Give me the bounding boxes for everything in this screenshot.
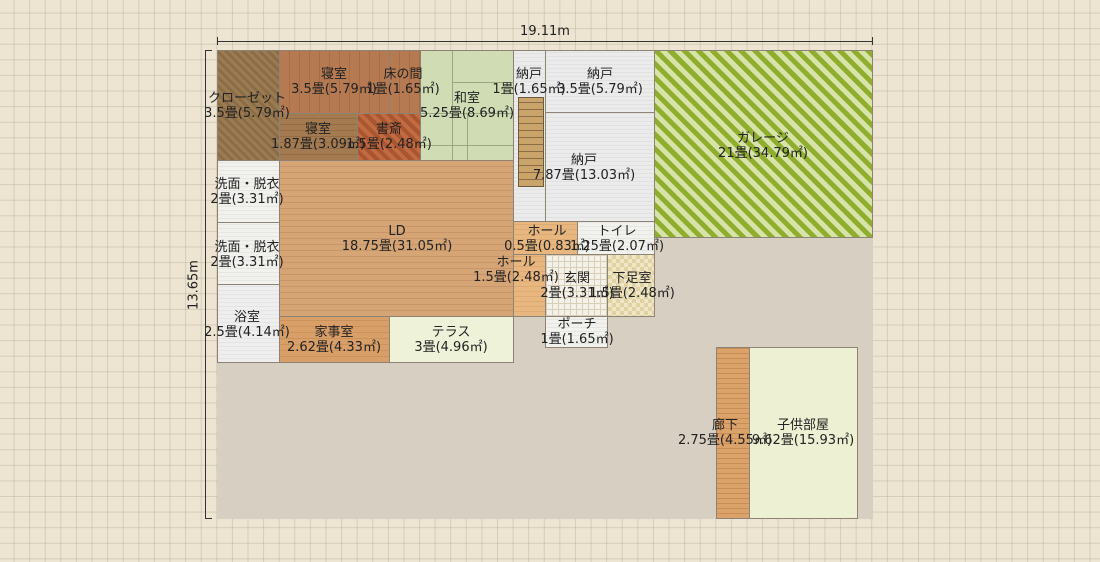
height-dimension-tick-top [205, 50, 212, 51]
room-hall-2[interactable] [513, 254, 546, 317]
room-porch[interactable] [545, 316, 608, 348]
room-kids-room[interactable] [749, 347, 858, 519]
room-study[interactable] [357, 113, 421, 161]
room-terrace[interactable] [389, 316, 514, 363]
width-dimension-label: 19.11m [520, 24, 570, 39]
room-bathroom[interactable] [217, 284, 280, 363]
room-closet[interactable] [217, 50, 280, 161]
room-storage-3[interactable] [545, 112, 655, 222]
width-dimension-tick-right [872, 37, 873, 45]
room-utility[interactable] [279, 316, 390, 363]
width-dimension-tick-left [217, 37, 218, 45]
room-genkan[interactable] [545, 254, 608, 317]
height-dimension-tick-bottom [205, 518, 212, 519]
room-garage[interactable] [654, 50, 873, 238]
height-dimension-label: 13.65m [186, 260, 202, 310]
room-shoe-room[interactable] [607, 254, 655, 317]
staircase [518, 97, 544, 187]
room-tokonoma[interactable] [389, 50, 421, 114]
width-dimension-line [217, 41, 873, 42]
height-dimension-line [205, 50, 206, 519]
room-corridor[interactable] [716, 347, 750, 519]
room-toilet[interactable] [577, 221, 655, 255]
room-ld[interactable] [279, 160, 514, 317]
